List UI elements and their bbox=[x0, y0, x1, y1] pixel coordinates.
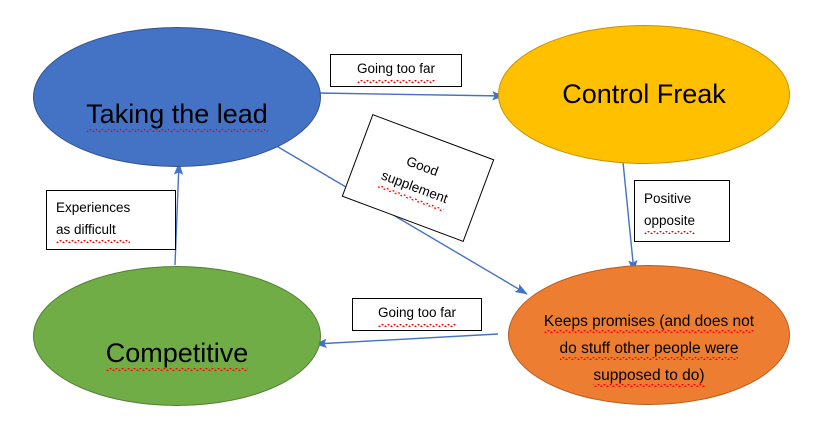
edge-label-promises-to-competitive[interactable]: Going too far bbox=[352, 298, 482, 331]
node-competitive-label: Competitive bbox=[96, 300, 259, 371]
edge-label-control-to-promises-text: Positive opposite bbox=[644, 187, 696, 235]
node-competitive[interactable]: Competitive bbox=[33, 266, 321, 406]
node-keeps-promises-label: Keeps promises (and does not do stuff ot… bbox=[534, 281, 764, 390]
edge-label-competitive-to-lead[interactable]: Experiences as difficult bbox=[46, 190, 176, 250]
node-taking-the-lead-label: Taking the lead bbox=[76, 61, 278, 132]
edge-label-lead-to-control[interactable]: Going too far bbox=[330, 54, 462, 87]
node-control-freak[interactable]: Control Freak bbox=[498, 25, 790, 164]
connector-control-to-promises bbox=[622, 161, 638, 273]
edge-label-promises-to-competitive-text: Going too far bbox=[377, 302, 457, 327]
edge-label-lead-to-promises-text: Good supplement bbox=[377, 143, 459, 213]
edge-label-lead-to-control-text: Going too far bbox=[356, 58, 436, 83]
connector-promises-to-competitive bbox=[314, 333, 499, 348]
connector-lead-to-control bbox=[317, 91, 505, 101]
node-taking-the-lead[interactable]: Taking the lead bbox=[33, 27, 321, 167]
node-keeps-promises[interactable]: Keeps promises (and does not do stuff ot… bbox=[508, 265, 790, 405]
edge-label-control-to-promises[interactable]: Positive opposite bbox=[634, 180, 730, 242]
edge-label-competitive-to-lead-text: Experiences as difficult bbox=[56, 196, 131, 244]
node-control-freak-label: Control Freak bbox=[562, 78, 726, 109]
edge-label-lead-to-promises[interactable]: Good supplement bbox=[341, 114, 495, 242]
